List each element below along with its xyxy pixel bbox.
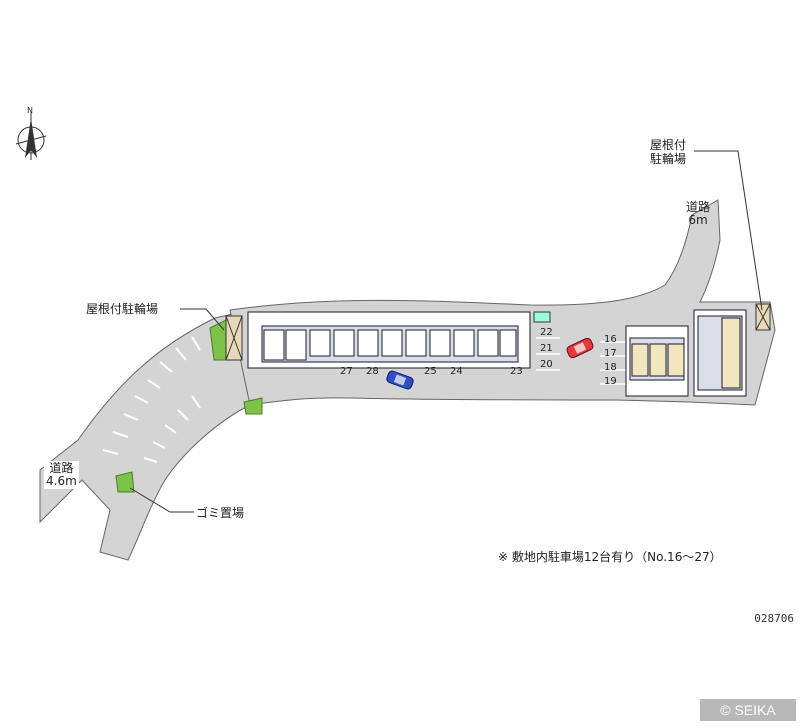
parking-number: 28 bbox=[366, 366, 379, 377]
road-left-line1: 道路 bbox=[49, 461, 74, 475]
parking-number: 16 bbox=[604, 334, 617, 345]
parking-stripes-curve bbox=[102, 336, 201, 463]
property-code: 028706 bbox=[754, 612, 794, 625]
garbage-area-label: ゴミ置場 bbox=[196, 506, 245, 520]
car-red-icon bbox=[566, 337, 594, 359]
road-left-label: 道路 4.6m bbox=[44, 461, 79, 489]
building-right-1 bbox=[625, 325, 689, 397]
bike-parking-right-line2: 駐輪場 bbox=[649, 152, 686, 166]
parking-stalls-middle bbox=[536, 337, 626, 385]
planting-areas bbox=[115, 319, 263, 493]
parking-note: ※ 敷地内駐車場12台有り（No.16～27） bbox=[498, 550, 722, 564]
parking-number: 19 bbox=[604, 376, 617, 387]
parking-number: 25 bbox=[424, 366, 437, 377]
car-blue-icon bbox=[386, 370, 414, 390]
parking-number: 18 bbox=[604, 362, 617, 373]
parking-number: 17 bbox=[604, 348, 617, 359]
copyright-badge: © SEIKA bbox=[700, 699, 796, 721]
road-left-line2: 4.6m bbox=[46, 474, 77, 488]
parking-number: 24 bbox=[450, 366, 463, 377]
road-top-line1: 道路 bbox=[686, 200, 711, 214]
parking-number: 22 bbox=[540, 327, 553, 338]
parking-number: 23 bbox=[510, 366, 523, 377]
road-top-label: 道路 6m bbox=[684, 200, 712, 228]
building-right-2 bbox=[693, 309, 747, 397]
bike-parking-right-label: 屋根付 駐輪場 bbox=[646, 138, 690, 166]
bike-parking-right-line1: 屋根付 bbox=[649, 138, 686, 152]
parking-number: 20 bbox=[540, 359, 553, 370]
utility-box bbox=[533, 311, 551, 323]
north-arrow-icon bbox=[15, 112, 47, 160]
compass-letter: N bbox=[27, 106, 33, 115]
parking-number: 21 bbox=[540, 343, 553, 354]
bike-parking-left-label: 屋根付駐輪場 bbox=[86, 302, 159, 316]
leader-lines bbox=[129, 150, 763, 513]
parking-number: 27 bbox=[340, 366, 353, 377]
building-main bbox=[247, 311, 531, 369]
road-top-line2: 6m bbox=[688, 213, 708, 227]
